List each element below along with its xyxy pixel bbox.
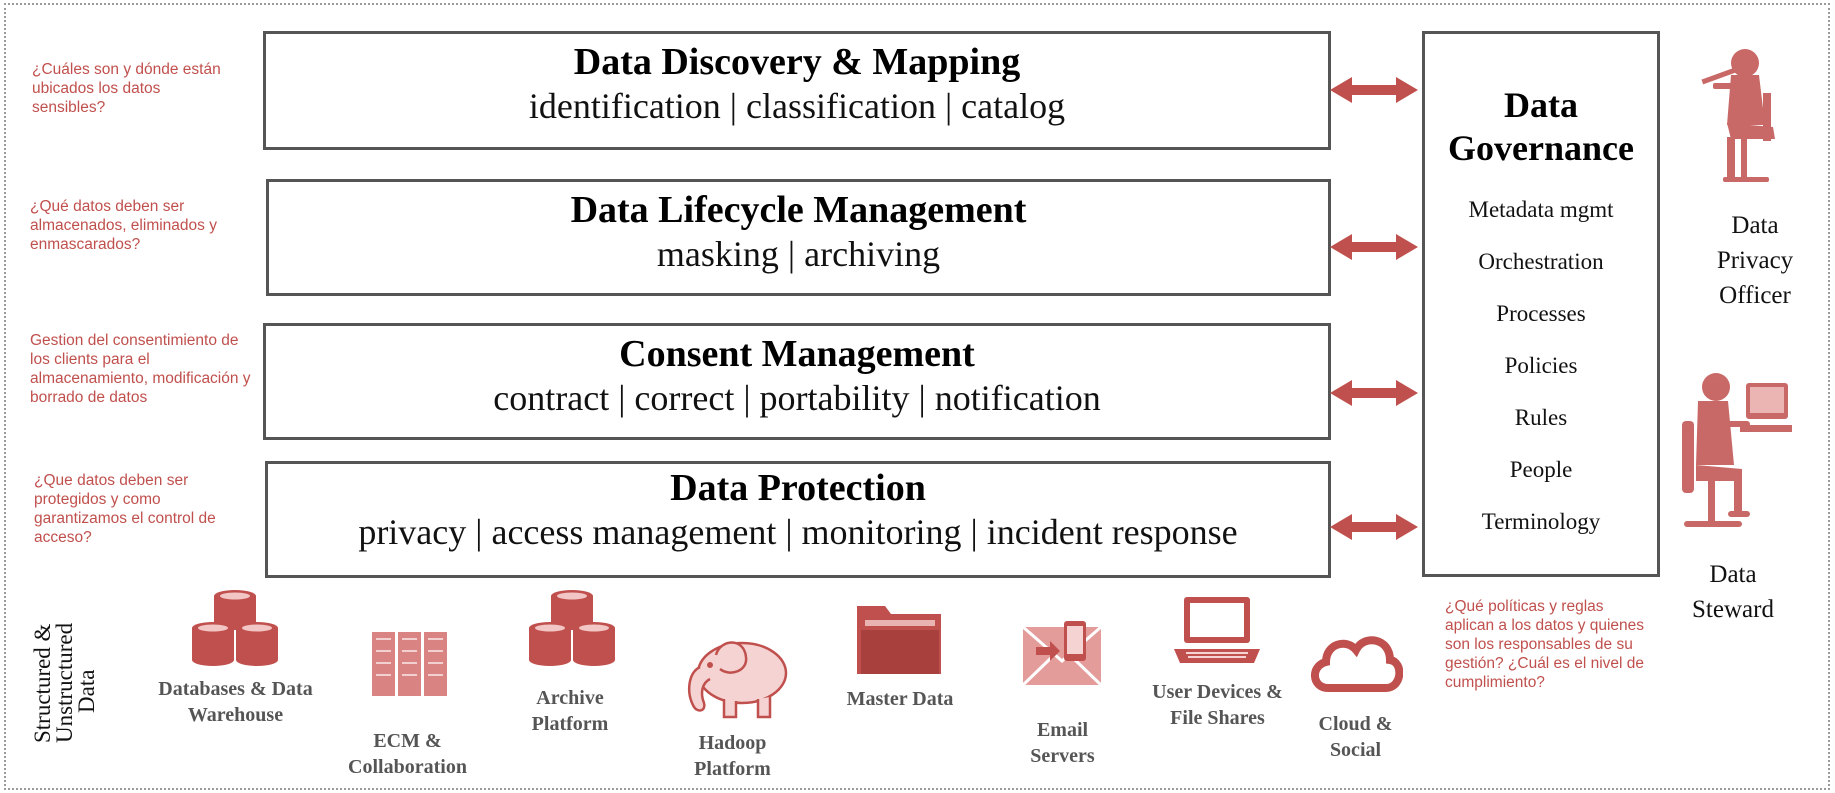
source-label: Master Data	[846, 688, 954, 710]
laptop-icon	[1174, 597, 1260, 663]
role-data-privacy-officer: Data Privacy Officer	[1716, 212, 1794, 309]
layer-title: Consent Management	[619, 333, 975, 375]
question-lifecycle: ¿Qué datos deben ser almacenados, elimin…	[30, 198, 217, 253]
double-arrow-icon	[1330, 380, 1418, 406]
sources-heading-line: Unstructured	[52, 622, 77, 743]
governance-item: Rules	[1514, 405, 1568, 430]
database-icon	[192, 590, 278, 666]
layer-data-discovery: Data Discovery & Mapping identification …	[263, 31, 1331, 150]
person-laptop-icon	[1701, 49, 1775, 182]
governance-title: Data Governance	[1448, 85, 1634, 168]
cabinet-icon	[372, 632, 447, 696]
svg-text:Structured &: Structured &	[30, 623, 55, 743]
sources-heading: Structured & Unstructured Data	[30, 622, 98, 743]
layer-subtitle: contract | correct | portability | notif…	[493, 378, 1101, 418]
sources-heading-line: Data	[74, 670, 98, 713]
layer-subtitle: identification | classification | catalo…	[528, 86, 1066, 126]
svg-text:Unstructured: Unstructured	[52, 622, 77, 743]
source-label: Cloud & Social	[1318, 713, 1393, 761]
governance-item: Orchestration	[1478, 249, 1604, 274]
svg-text:Data: Data	[74, 670, 98, 713]
layer-subtitle: masking | archiving	[656, 234, 941, 274]
sources-heading-line: Structured &	[30, 623, 55, 743]
folder-icon	[857, 606, 941, 674]
source-label: ECM & Collaboration	[348, 730, 467, 778]
person-computer-icon	[1682, 373, 1792, 527]
source-label: Hadoop Platform	[694, 732, 771, 780]
cloud-icon	[1311, 636, 1403, 692]
question-discovery: ¿Cuáles son y dónde están ubicados los d…	[32, 61, 221, 116]
layer-subtitle: privacy | access management | monitoring…	[358, 512, 1238, 552]
diagram-frame	[4, 3, 1830, 790]
question-governance: ¿Qué políticas y reglas aplican a los da…	[1445, 598, 1645, 691]
role-data-steward: Data Steward	[1692, 561, 1774, 623]
governance-item: Metadata mgmt	[1468, 197, 1614, 222]
source-label: Archive Platform	[531, 687, 609, 735]
double-arrow-icon	[1330, 514, 1418, 540]
double-arrow-icon	[1330, 77, 1418, 103]
data-governance-box: Data Governance Metadata mgmt Orchestrat…	[1422, 31, 1660, 577]
layer-title: Data Lifecycle Management	[570, 189, 1027, 231]
layer-title: Data Discovery & Mapping	[573, 41, 1021, 83]
layer-data-protection: Data Protection privacy | access managem…	[265, 461, 1331, 578]
source-label: User Devices & File Shares	[1152, 681, 1283, 729]
email-server-icon	[1021, 621, 1103, 687]
question-protection: ¿Que datos deben ser protegidos y como g…	[34, 472, 216, 546]
elephant-icon	[687, 641, 788, 719]
double-arrow-icon	[1330, 234, 1418, 260]
governance-item: People	[1509, 457, 1573, 482]
layer-title: Data Protection	[670, 467, 926, 509]
layer-data-lifecycle: Data Lifecycle Management masking | arch…	[266, 179, 1331, 296]
governance-item: Processes	[1496, 301, 1586, 326]
source-label: Databases & Data Warehouse	[158, 678, 313, 726]
layer-consent-management: Consent Management contract | correct | …	[263, 323, 1331, 440]
governance-item: Terminology	[1481, 509, 1601, 534]
database-icon	[529, 590, 615, 666]
source-label: Email Servers	[1030, 719, 1095, 767]
question-consent: Gestion del consentimiento de los client…	[30, 332, 251, 406]
governance-item: Policies	[1504, 353, 1578, 378]
